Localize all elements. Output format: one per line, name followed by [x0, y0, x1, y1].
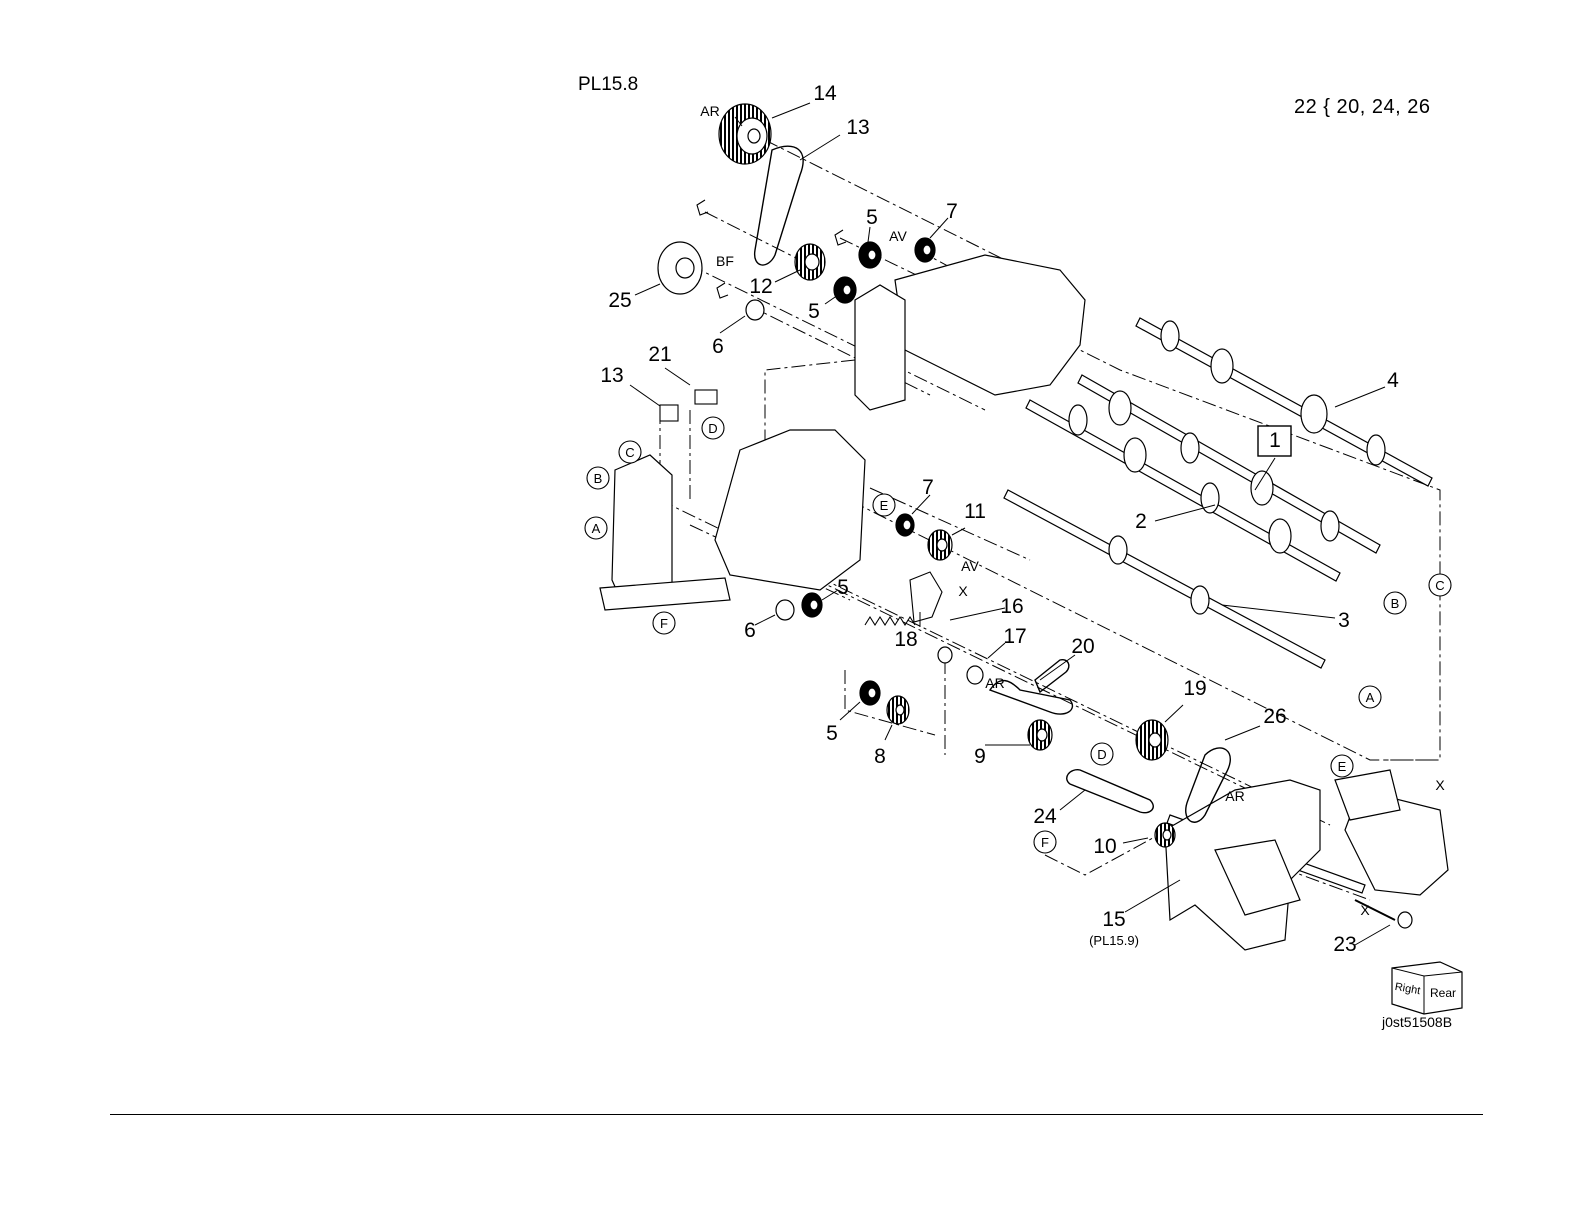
callout-24: 24	[1033, 805, 1057, 828]
callout-7: 7	[922, 476, 934, 499]
callout-5: 5	[808, 300, 820, 323]
callout-6: 6	[744, 619, 756, 642]
tag-ar: AR	[985, 675, 1004, 691]
frames	[600, 255, 1448, 950]
callout-13: 13	[846, 116, 869, 139]
connector-d: D	[1091, 743, 1113, 765]
callout-19: 19	[1183, 677, 1206, 700]
svg-text:A: A	[592, 521, 601, 536]
tag-x: X	[958, 583, 968, 599]
svg-text:E: E	[880, 498, 889, 513]
callout-12: 12	[749, 275, 772, 298]
tag-x: X	[1435, 777, 1445, 793]
callout-9: 9	[974, 745, 986, 768]
footer-rule	[110, 1114, 1483, 1115]
orientation-cube: Right Rear	[1392, 962, 1462, 1014]
tag-x: X	[1360, 902, 1370, 918]
tag-av: AV	[961, 558, 979, 574]
connector-b: B	[1384, 592, 1406, 614]
svg-text:F: F	[660, 616, 668, 631]
callout-10: 10	[1093, 835, 1116, 858]
svg-text:B: B	[594, 471, 603, 486]
cube-face-rear: Rear	[1430, 986, 1456, 1000]
connector-a: A	[585, 517, 607, 539]
tag-bf: BF	[716, 253, 734, 269]
callout-15: 15	[1102, 908, 1125, 931]
drawing-code: j0st51508B	[1382, 1014, 1452, 1030]
connector-e: E	[873, 494, 895, 516]
connector-b: B	[587, 467, 609, 489]
callout-18: 18	[894, 628, 917, 651]
callout-7: 7	[946, 200, 958, 223]
callout-23: 23	[1333, 933, 1356, 956]
callout-15-reference: (PL15.9)	[1089, 933, 1139, 948]
callout-5: 5	[866, 206, 878, 229]
svg-text:C: C	[1435, 578, 1444, 593]
callout-17: 17	[1003, 625, 1026, 648]
svg-text:A: A	[1366, 690, 1375, 705]
svg-text:E: E	[1338, 759, 1347, 774]
callout-8: 8	[874, 745, 886, 768]
callout-16: 16	[1000, 595, 1023, 618]
callout-21: 21	[648, 343, 671, 366]
callout-5: 5	[837, 576, 849, 599]
tag-ar: AR	[1225, 788, 1244, 804]
connector-f: F	[1034, 831, 1056, 853]
connector-e: E	[1331, 755, 1353, 777]
callout-3: 3	[1338, 609, 1350, 632]
svg-text:C: C	[625, 445, 634, 460]
connector-a: A	[1359, 686, 1381, 708]
callout-4: 4	[1387, 369, 1399, 392]
svg-text:D: D	[708, 421, 717, 436]
tag-ar: AR	[700, 103, 719, 119]
connector-c: C	[619, 441, 641, 463]
callout-25: 25	[608, 289, 631, 312]
callout-26: 26	[1263, 705, 1286, 728]
callout-1: 1	[1269, 429, 1281, 452]
callout-20: 20	[1071, 635, 1094, 658]
connector-c: C	[1429, 574, 1451, 596]
callout-6: 6	[712, 335, 724, 358]
callout-2: 2	[1135, 510, 1147, 533]
svg-text:F: F	[1041, 835, 1049, 850]
tag-av: AV	[889, 228, 907, 244]
svg-text:B: B	[1391, 596, 1400, 611]
connector-f: F	[653, 612, 675, 634]
callout-5: 5	[826, 722, 838, 745]
callout-11: 11	[964, 500, 986, 523]
callout-14: 14	[813, 82, 837, 105]
svg-text:D: D	[1097, 747, 1106, 762]
callout-13: 13	[600, 364, 623, 387]
connector-d: D	[702, 417, 724, 439]
